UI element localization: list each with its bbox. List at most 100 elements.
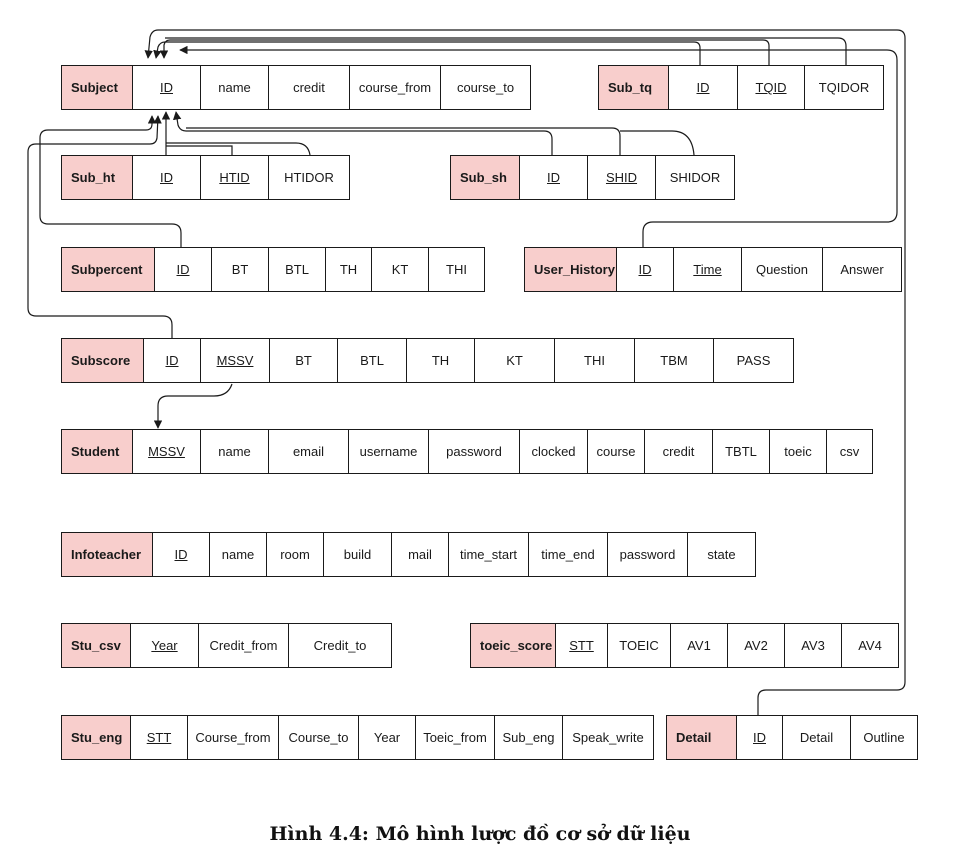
field-tbm: TBM bbox=[634, 339, 713, 382]
field-password: password bbox=[428, 430, 519, 473]
entity-name: Sub_tq bbox=[599, 66, 668, 109]
field-username: username bbox=[348, 430, 428, 473]
link-subscore-id bbox=[27, 115, 173, 338]
field-thi: THI bbox=[554, 339, 634, 382]
field-id: ID bbox=[616, 248, 673, 291]
entity-stu-csv[interactable]: Stu_csv Year Credit_from Credit_to bbox=[61, 623, 392, 668]
entity-name: toeic_score bbox=[471, 624, 555, 667]
link-subtq-id bbox=[153, 41, 701, 65]
link-subht-htidor bbox=[166, 142, 311, 156]
entity-sub-tq[interactable]: Sub_tq ID TQID TQIDOR bbox=[598, 65, 884, 110]
field-tbtl: TBTL bbox=[712, 430, 769, 473]
field-mssv: MSSV bbox=[132, 430, 200, 473]
field-credit-from: Credit_from bbox=[198, 624, 288, 667]
field-name: name bbox=[200, 430, 268, 473]
field-mail: mail bbox=[391, 533, 448, 576]
entity-infoteacher[interactable]: Infoteacher ID name room build mail time… bbox=[61, 532, 756, 577]
field-course-to: course_to bbox=[440, 66, 530, 109]
field-av2: AV2 bbox=[727, 624, 784, 667]
field-answer: Answer bbox=[822, 248, 901, 291]
entity-name: Subpercent bbox=[62, 248, 154, 291]
field-toeic: toeic bbox=[769, 430, 826, 473]
field-htid: HTID bbox=[200, 156, 268, 199]
field-email: email bbox=[268, 430, 348, 473]
field-htidor: HTIDOR bbox=[268, 156, 349, 199]
entity-name: Infoteacher bbox=[62, 533, 152, 576]
link-userhistory-id bbox=[179, 45, 898, 247]
field-course: course bbox=[587, 430, 644, 473]
field-id: ID bbox=[152, 533, 209, 576]
field-id: ID bbox=[519, 156, 587, 199]
field-toeic: TOEIC bbox=[607, 624, 670, 667]
link-subsh-id bbox=[172, 111, 553, 155]
field-stt: STT bbox=[130, 716, 187, 759]
field-kt: KT bbox=[371, 248, 428, 291]
field-thi: THI bbox=[428, 248, 484, 291]
field-course-from: Course_from bbox=[187, 716, 278, 759]
link-subtq-tqidor bbox=[165, 37, 847, 65]
field-year: Year bbox=[130, 624, 198, 667]
field-shid: SHID bbox=[587, 156, 655, 199]
link-subsh-shid bbox=[186, 127, 621, 155]
field-room: room bbox=[266, 533, 323, 576]
field-question: Question bbox=[741, 248, 822, 291]
field-state: state bbox=[687, 533, 755, 576]
entity-name: Sub_ht bbox=[62, 156, 132, 199]
field-credit: credit bbox=[644, 430, 712, 473]
entity-student[interactable]: Student MSSV name email username passwor… bbox=[61, 429, 873, 474]
field-password: password bbox=[607, 533, 687, 576]
field-mssv: MSSV bbox=[200, 339, 269, 382]
field-course-to: Course_to bbox=[278, 716, 358, 759]
entity-subscore[interactable]: Subscore ID MSSV BT BTL TH KT THI TBM PA… bbox=[61, 338, 794, 383]
field-course-from: course_from bbox=[349, 66, 440, 109]
field-stt: STT bbox=[555, 624, 607, 667]
figure-caption: Hình 4.4: Mô hình lược đồ cơ sở dữ liệu bbox=[269, 823, 691, 845]
entity-sub-sh[interactable]: Sub_sh ID SHID SHIDOR bbox=[450, 155, 735, 200]
field-name: name bbox=[200, 66, 268, 109]
entity-detail[interactable]: Detail ID Detail Outline bbox=[666, 715, 918, 760]
entity-name: Stu_csv bbox=[62, 624, 130, 667]
entity-stu-eng[interactable]: Stu_eng STT Course_from Course_to Year T… bbox=[61, 715, 654, 760]
field-year: Year bbox=[358, 716, 415, 759]
field-th: TH bbox=[325, 248, 371, 291]
field-tqidor: TQIDOR bbox=[804, 66, 883, 109]
field-id: ID bbox=[736, 716, 782, 759]
field-credit-to: Credit_to bbox=[288, 624, 391, 667]
entity-user-history[interactable]: User_History ID Time Question Answer bbox=[524, 247, 902, 292]
field-time: Time bbox=[673, 248, 741, 291]
field-av1: AV1 bbox=[670, 624, 727, 667]
link-subtq-tqid bbox=[159, 39, 770, 65]
entity-subpercent[interactable]: Subpercent ID BT BTL TH KT THI bbox=[61, 247, 485, 292]
link-subscore-mssv bbox=[153, 383, 233, 429]
field-pass: PASS bbox=[713, 339, 793, 382]
entity-name: Stu_eng bbox=[62, 716, 130, 759]
entity-sub-ht[interactable]: Sub_ht ID HTID HTIDOR bbox=[61, 155, 350, 200]
entity-name: Sub_sh bbox=[451, 156, 519, 199]
link-subsh-shidor bbox=[620, 130, 695, 156]
field-kt: KT bbox=[474, 339, 554, 382]
field-tqid: TQID bbox=[737, 66, 804, 109]
entity-name: Subscore bbox=[62, 339, 143, 382]
field-csv: csv bbox=[826, 430, 872, 473]
link-subpercent-id bbox=[39, 115, 182, 247]
field-th: TH bbox=[406, 339, 474, 382]
field-outline: Outline bbox=[850, 716, 917, 759]
link-detail-id bbox=[144, 29, 906, 715]
field-sub-eng: Sub_eng bbox=[494, 716, 562, 759]
field-build: build bbox=[323, 533, 391, 576]
field-id: ID bbox=[154, 248, 211, 291]
field-shidor: SHIDOR bbox=[655, 156, 734, 199]
entity-name: Subject bbox=[62, 66, 132, 109]
field-credit: credit bbox=[268, 66, 349, 109]
field-time-start: time_start bbox=[448, 533, 528, 576]
field-name: name bbox=[209, 533, 266, 576]
field-bt: BT bbox=[211, 248, 268, 291]
field-av3: AV3 bbox=[784, 624, 841, 667]
link-subht-htid bbox=[166, 145, 233, 155]
relationship-lines bbox=[27, 29, 906, 715]
entity-name: Student bbox=[62, 430, 132, 473]
field-id: ID bbox=[143, 339, 200, 382]
entity-subject[interactable]: Subject ID name credit course_from cours… bbox=[61, 65, 531, 110]
entity-toeic-score[interactable]: toeic_score STT TOEIC AV1 AV2 AV3 AV4 bbox=[470, 623, 899, 668]
field-time-end: time_end bbox=[528, 533, 607, 576]
